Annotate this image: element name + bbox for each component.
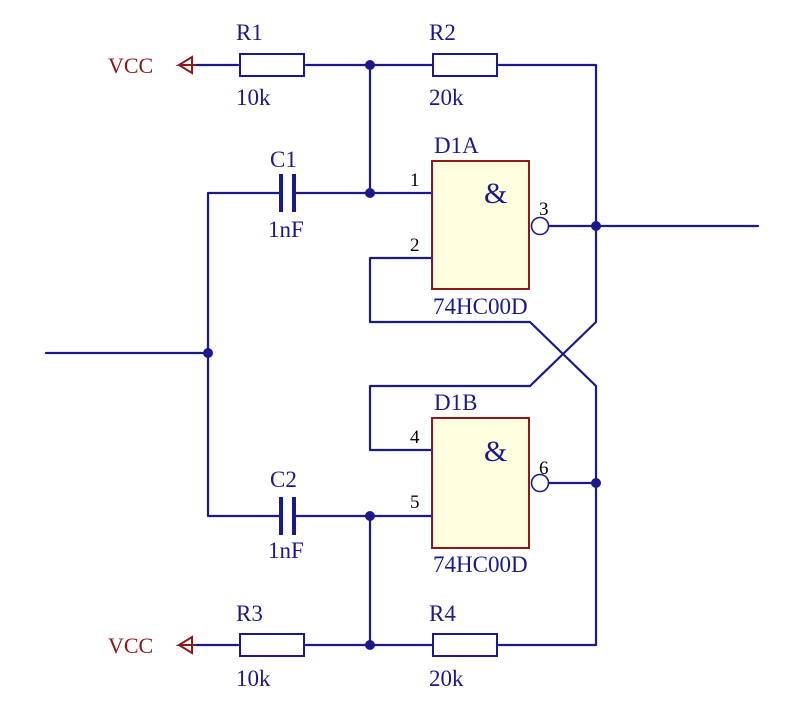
gate-body xyxy=(431,417,530,549)
resistor-value: 20k xyxy=(429,85,464,110)
resistor-body xyxy=(239,633,305,657)
pin-number: 6 xyxy=(539,458,549,479)
capacitor-designator: C2 xyxy=(270,467,297,492)
vcc-label: VCC xyxy=(108,53,153,78)
nand-gate-d1a: & D1A 74HC00D 1 2 3 xyxy=(410,133,550,319)
wire-r2-right xyxy=(497,63,598,228)
gate-designator: D1A xyxy=(434,133,479,158)
junction-out1 xyxy=(591,221,601,231)
junction-top xyxy=(365,60,375,70)
resistor-value: 20k xyxy=(429,666,464,691)
junction-pin5 xyxy=(365,511,375,521)
gate-body xyxy=(431,160,530,290)
wires xyxy=(44,63,760,647)
junction-input xyxy=(203,348,213,358)
inverter-bubble-icon xyxy=(530,473,550,493)
wire-pin4-feedback xyxy=(368,224,598,452)
junction-bottom xyxy=(365,640,375,650)
resistor-body xyxy=(432,53,498,77)
resistor-body xyxy=(239,53,305,77)
pin-number: 4 xyxy=(410,427,420,448)
junction-out2 xyxy=(591,478,601,488)
resistor-designator: R1 xyxy=(236,20,263,45)
gate-part-number: 74HC00D xyxy=(433,294,528,319)
gate-symbol: & xyxy=(484,435,507,468)
resistor-value: 10k xyxy=(236,85,271,110)
resistor-r2: R2 20k xyxy=(429,20,498,110)
pin-number: 2 xyxy=(410,235,420,256)
wire-pin2-feedback xyxy=(368,256,598,485)
resistor-designator: R4 xyxy=(429,601,456,626)
junctions xyxy=(203,60,601,650)
resistor-designator: R3 xyxy=(236,601,263,626)
vcc-port-top: VCC xyxy=(108,53,196,78)
resistor-r3: R3 10k xyxy=(236,601,305,691)
pin-number: 3 xyxy=(539,199,549,220)
inverter-bubble-icon xyxy=(530,216,550,236)
resistor-r1: R1 10k xyxy=(236,20,305,110)
capacitor-value: 1nF xyxy=(268,538,304,563)
gate-designator: D1B xyxy=(434,390,477,415)
nand-gate-d1b: & D1B 74HC00D 4 5 6 xyxy=(410,390,550,577)
pin-number: 5 xyxy=(410,492,420,513)
pin-number: 1 xyxy=(410,170,420,191)
vcc-label: VCC xyxy=(108,633,153,658)
resistor-body xyxy=(432,633,498,657)
capacitor-value: 1nF xyxy=(268,217,304,242)
capacitor-c2: C2 1nF xyxy=(268,467,304,563)
capacitor-c1: C1 1nF xyxy=(268,147,304,242)
resistor-r4: R4 20k xyxy=(429,601,498,691)
gate-part-number: 74HC00D xyxy=(433,552,528,577)
junction-pin1 xyxy=(365,188,375,198)
wire-d1b-output xyxy=(497,481,598,647)
capacitor-designator: C1 xyxy=(270,147,297,172)
gate-symbol: & xyxy=(484,177,507,210)
resistor-value: 10k xyxy=(236,666,271,691)
vcc-port-bottom: VCC xyxy=(108,633,196,658)
vcc-arrow-icon xyxy=(175,55,196,75)
resistor-designator: R2 xyxy=(429,20,456,45)
vcc-arrow-icon xyxy=(175,635,196,655)
